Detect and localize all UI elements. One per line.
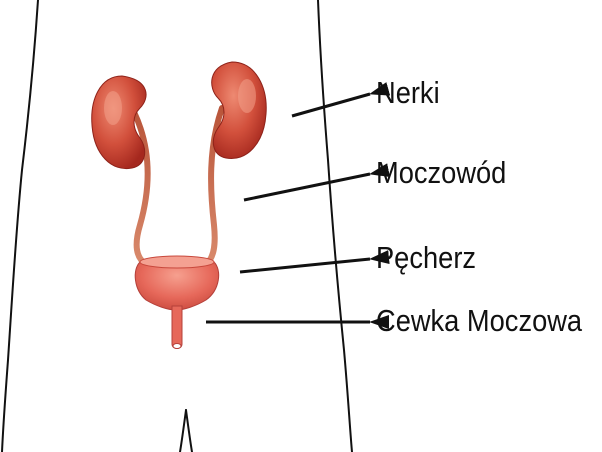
label-kidneys: Nerki [376, 76, 440, 110]
arrow-kidneys [292, 94, 370, 116]
label-ureter: Moczowód [376, 156, 506, 190]
left-kidney-highlight [104, 91, 122, 125]
urethra-opening [173, 344, 181, 349]
arrow-ureter [244, 174, 370, 200]
body-crotch-right [186, 410, 192, 452]
bladder-rim [140, 256, 214, 268]
right-kidney-highlight [238, 79, 256, 113]
body-left-contour [2, 0, 38, 452]
body-crotch-left [180, 410, 186, 452]
urethra [172, 306, 182, 349]
label-urethra: Cewka Moczowa [376, 304, 583, 338]
arrow-bladder [240, 259, 370, 272]
body-right-contour [318, 0, 352, 452]
label-bladder: Pęcherz [376, 241, 476, 275]
